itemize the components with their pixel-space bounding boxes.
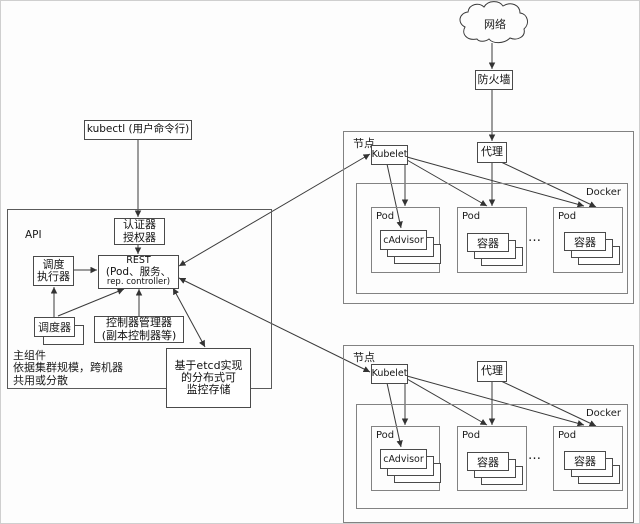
kubelet-box-bottom: Kubelet (371, 364, 408, 384)
proxy-box-top: 代理 (477, 142, 507, 163)
pod-label: Pod (558, 430, 577, 441)
pod-box: Pod 容器 (457, 426, 527, 491)
pod-box: Pod cAdvisor (371, 207, 441, 273)
sched-exec-line1: 调度 (42, 257, 65, 271)
api-label: API (25, 229, 42, 241)
rest-api-box: REST (Pod、服务、 rep. controller) (98, 255, 179, 289)
scheduler-box: 调度器 (34, 317, 75, 337)
proxy-top-label: 代理 (481, 145, 503, 159)
scheduler-label: 调度器 (38, 321, 71, 334)
pod-label: Pod (376, 211, 395, 222)
docker-frame-bottom: Docker (356, 404, 628, 509)
master-note-line1: 主组件 (13, 349, 46, 362)
firewall-box: 防火墙 (475, 70, 513, 90)
cloud-icon (459, 1, 528, 44)
kubelet-top-label: Kubelet (371, 148, 408, 160)
container-box: 容器 (564, 451, 606, 470)
cadvisor-box: cAdvisor (380, 449, 427, 469)
container-label: 容器 (574, 235, 596, 249)
pod-label: Pod (558, 211, 577, 222)
auth-line1: 认证器 (123, 218, 156, 232)
master-note-line2: 依据集群规模，跨机器 (13, 361, 123, 375)
cadvisor-label: cAdvisor (383, 234, 424, 246)
kubelet-box-top: Kubelet (371, 145, 408, 165)
container-box: 容器 (467, 452, 509, 471)
kubectl-box: kubectl (用户命令行) (84, 120, 192, 140)
cadvisor-label: cAdvisor (383, 453, 424, 465)
master-note-line3: 共用或分散 (13, 373, 68, 387)
scheduler-stack: 调度器 (34, 317, 84, 345)
controller-manager-box: 控制器管理器 (副本控制器等) (94, 316, 184, 343)
controller-line1: 控制器管理器 (106, 316, 172, 330)
etcd-line3: 监控存储 (186, 383, 231, 397)
firewall-label: 防火墙 (477, 72, 511, 86)
docker-bottom-label: Docker (585, 408, 621, 419)
pod-box: Pod cAdvisor (371, 426, 441, 491)
container-label: 容器 (477, 455, 499, 469)
sched-exec-line2: 执行器 (37, 270, 70, 283)
rest-line3: rep. controller) (106, 277, 171, 288)
container-label: 容器 (477, 236, 499, 250)
pod-label: Pod (462, 430, 481, 441)
container-label: 容器 (574, 454, 596, 468)
sched-exec-box: 调度 执行器 (33, 256, 74, 286)
pods-ellipsis: … (528, 230, 542, 245)
pod-box: Pod 容器 (457, 207, 527, 273)
pod-box: Pod 容器 (553, 207, 623, 273)
controller-line2: (副本控制器等) (101, 328, 177, 342)
proxy-box-bottom: 代理 (477, 361, 507, 382)
auth-box: 认证器 授权器 (114, 218, 165, 245)
rest-line2: (Pod、服务、 (105, 265, 172, 278)
proxy-bottom-label: 代理 (481, 364, 503, 378)
kubectl-label: kubectl (用户命令行) (86, 123, 190, 136)
pod-label: Pod (376, 430, 395, 441)
auth-line2: 授权器 (123, 230, 156, 244)
pods-ellipsis: … (528, 448, 542, 463)
kubelet-bottom-label: Kubelet (371, 367, 408, 379)
container-box: 容器 (564, 232, 606, 251)
cadvisor-box: cAdvisor (380, 230, 427, 250)
pod-box: Pod 容器 (553, 426, 623, 491)
master-note: 主组件 依据集群规模，跨机器 共用或分散 (13, 349, 123, 387)
network-cloud-label: 网络 (484, 18, 506, 31)
node-top-label: 节点 (353, 137, 375, 150)
container-box: 容器 (467, 233, 509, 252)
rest-line1: REST (126, 255, 151, 267)
etcd-line2: 的分布式可 (181, 370, 236, 384)
node-bottom-label: 节点 (353, 351, 375, 364)
docker-top-label: Docker (585, 187, 621, 198)
pod-label: Pod (462, 211, 481, 222)
etcd-line1: 基于etcd实现 (174, 358, 243, 372)
etcd-storage-box: 基于etcd实现 的分布式可 监控存储 (166, 348, 251, 408)
